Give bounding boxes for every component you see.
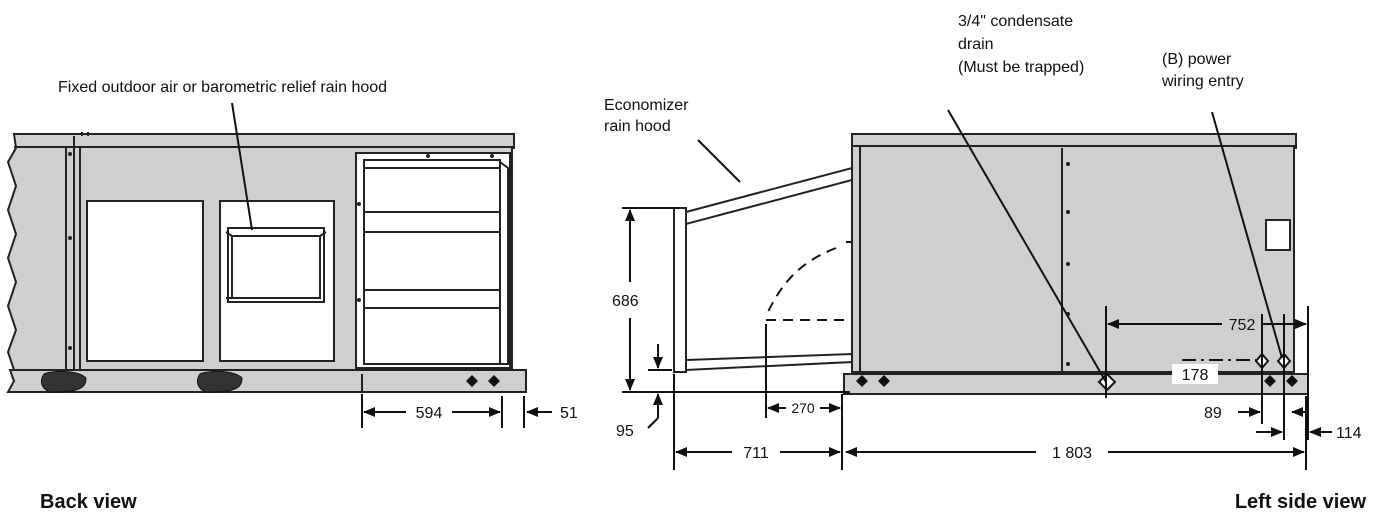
back-view-title: Back view	[40, 491, 137, 513]
dim-711: 711	[743, 445, 769, 462]
condensate-label-2: drain	[958, 36, 994, 53]
back-left-post	[65, 136, 81, 370]
economizer-hood-face	[673, 207, 687, 373]
condensate-label-1: 3/4" condensate	[958, 13, 1073, 30]
dim-95-tail	[647, 417, 659, 429]
dim-752: 752	[1229, 317, 1256, 334]
dim-594: 594	[416, 405, 443, 422]
dim-1803: 1 803	[1052, 445, 1092, 462]
dim-178: 178	[1182, 367, 1209, 384]
economizer-label-1: Economizer	[604, 97, 689, 114]
dim-89: 89	[1204, 405, 1222, 422]
economizer-hood-top	[685, 166, 853, 226]
back-view-unit	[6, 132, 527, 393]
dim-51: 51	[560, 405, 578, 422]
rain-hood-label: Fixed outdoor air or barometric relief r…	[58, 79, 387, 96]
dim-686: 686	[612, 293, 639, 310]
economizer-leader	[697, 139, 741, 183]
left-view-title: Left side view	[1235, 491, 1367, 513]
power-leader	[1211, 111, 1283, 359]
dim-114: 114	[1336, 425, 1362, 442]
back-center-panel	[219, 200, 335, 362]
condensate-label-3: (Must be trapped)	[958, 59, 1084, 76]
side-body	[851, 133, 1297, 373]
power-label-1: (B) power	[1162, 51, 1232, 68]
power-label-2: wiring entry	[1161, 73, 1244, 90]
back-skid-left	[41, 370, 87, 393]
economizer-hood-bottom	[685, 352, 853, 372]
side-base-rail	[843, 373, 1309, 395]
back-left-panel	[86, 200, 204, 362]
back-skid-right	[197, 370, 243, 393]
hood-leader	[231, 102, 253, 231]
hood-hidden-curve	[765, 241, 852, 317]
side-access-panel	[1265, 219, 1291, 251]
economizer-label-2: rain hood	[604, 118, 671, 135]
back-right-rack	[355, 152, 511, 369]
dim-270: 270	[791, 400, 815, 416]
back-base-rail	[6, 369, 527, 393]
dim-178-bg	[1172, 364, 1218, 384]
fixed-rain-hood	[227, 227, 325, 303]
condensate-leader	[947, 109, 1107, 383]
left-view-unit	[673, 133, 1309, 395]
dim-95: 95	[616, 423, 634, 440]
